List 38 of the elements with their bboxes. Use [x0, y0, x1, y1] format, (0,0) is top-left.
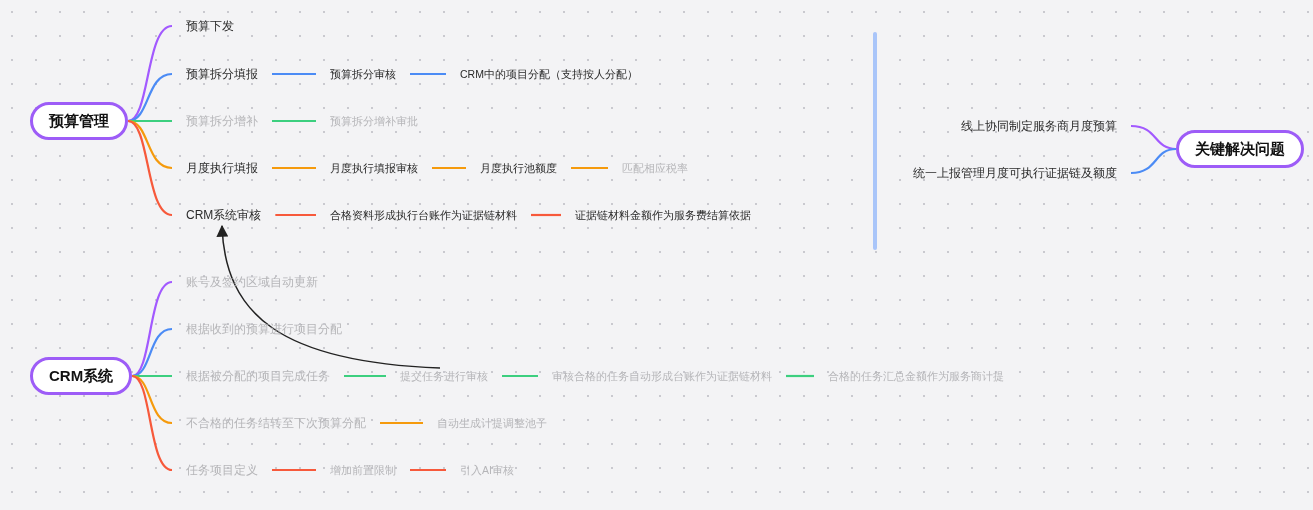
branch-line: [127, 119, 173, 217]
connector-line: [432, 166, 466, 170]
topic-text: 不合格的任务结转至下次预算分配: [172, 414, 380, 432]
topic-text: 预算拆分审核: [316, 65, 410, 83]
connector-line: [786, 374, 814, 378]
topic-text: CRM系统审核: [172, 206, 276, 224]
connector-line: [272, 166, 316, 170]
branch-line: [131, 280, 173, 377]
connector-line: [410, 72, 446, 76]
topic-text: 月度执行池额度: [466, 159, 571, 177]
topic-text: 统一上报管理月度可执行证据链及额度: [899, 164, 1131, 182]
topic-text: 线上协同制定服务商月度预算: [947, 117, 1131, 135]
topic-text: 证据链材料金额作为服务费结算依据: [561, 206, 765, 224]
connector-line: [410, 468, 446, 472]
topic-text: 预算拆分填报: [172, 65, 272, 83]
topic-text: CRM中的项目分配（支持按人分配）: [446, 65, 652, 83]
connector-line: [344, 374, 386, 378]
connector-line: [272, 468, 316, 472]
connector-line: [502, 374, 538, 378]
topic-text: 合格资料形成执行台账作为证据链材料: [316, 206, 531, 224]
topic-pill: 预算管理: [30, 102, 128, 140]
connector-line: [275, 213, 316, 217]
connector-line: [272, 72, 316, 76]
connector-line: [571, 166, 608, 170]
topic-pill: CRM系统: [30, 357, 133, 395]
branch-line: [127, 24, 173, 123]
connector-line: [380, 421, 423, 425]
branch-line: [1130, 147, 1177, 175]
connector-line: [272, 119, 316, 123]
topic-text: 预算下发: [172, 17, 248, 35]
connector-line: [531, 213, 561, 217]
topic-text: 账号及签约区域自动更新: [172, 273, 332, 291]
arrow: [216, 224, 441, 369]
topic-pill: 关键解决问题: [1176, 130, 1304, 168]
topic-text: 任务项目定义: [172, 461, 272, 479]
topic-text: 月度执行填报: [172, 159, 272, 177]
topic-text: 月度执行填报审核: [316, 159, 432, 177]
branch-line: [131, 375, 173, 472]
